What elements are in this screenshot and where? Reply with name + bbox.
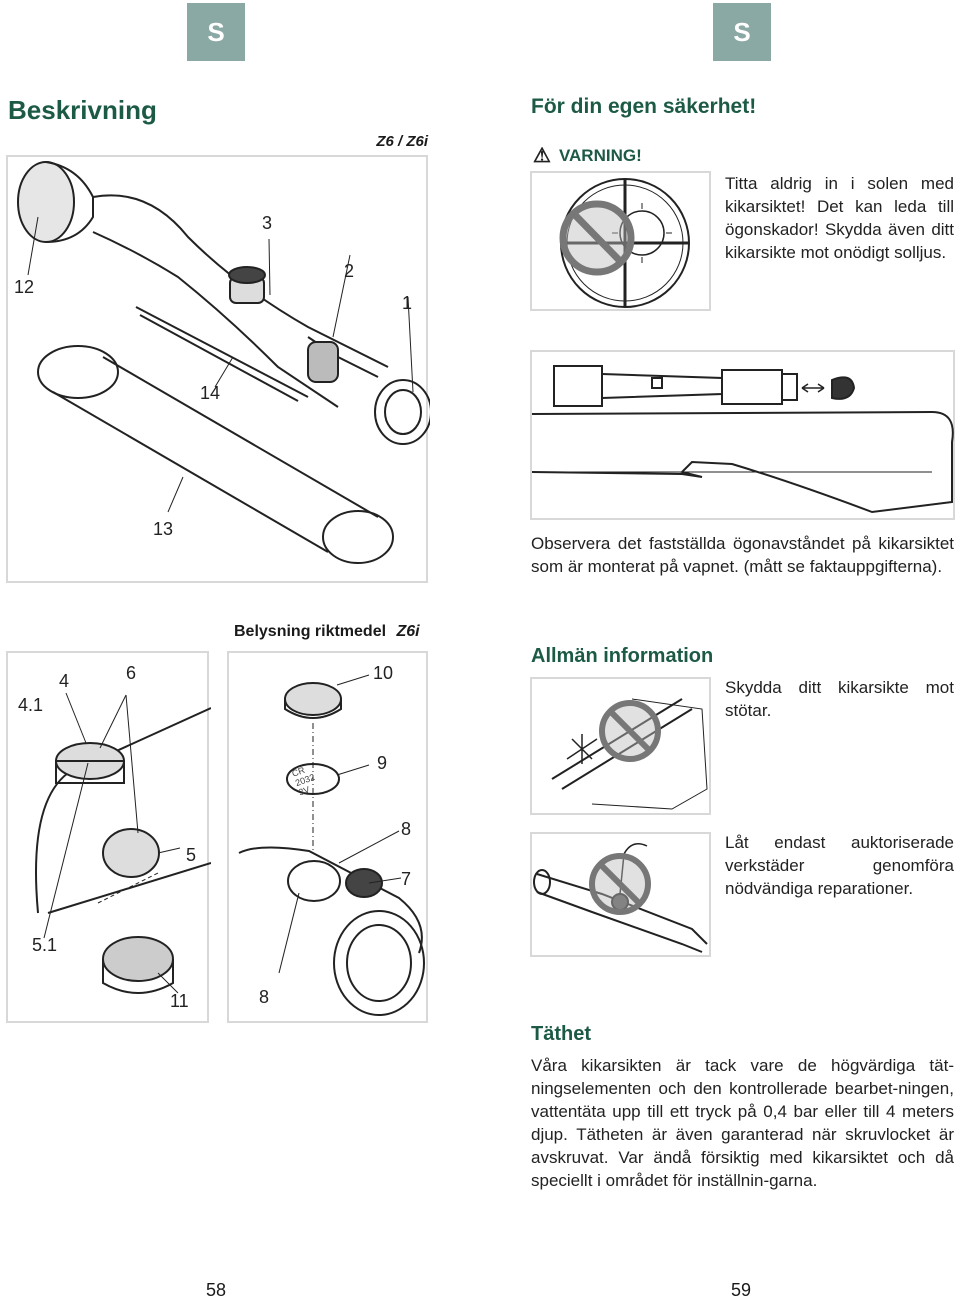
general-info-heading: Allmän information: [531, 645, 714, 667]
eye-relief-text: Observera det fastställda ögonavståndet …: [531, 534, 954, 576]
page-number-right: 59: [731, 1280, 752, 1300]
callout-4-1: 4.1: [18, 695, 44, 715]
warning-label: VARNING!: [558, 145, 642, 165]
callout-8-top: 8: [401, 819, 412, 839]
callout-13: 13: [153, 519, 174, 539]
scope-overview-figure: Z6 / Z6i 12 3 2 1 14 13: [6, 133, 430, 583]
scope-drawing: [17, 161, 430, 564]
safety-heading: För din egen säkerhet!: [531, 95, 757, 118]
page-number-left: 58: [206, 1280, 227, 1300]
callout-5: 5: [186, 845, 197, 865]
warning-row: ⚠ VARNING!: [533, 143, 642, 168]
illumination-model-logo: Z6i: [396, 623, 420, 640]
callout-14: 14: [200, 383, 221, 403]
repair-figure: [530, 832, 711, 957]
callout-6: 6: [126, 663, 137, 683]
callout-11: 11: [170, 991, 189, 1011]
protect-text: Skydda ditt kikarsikte mot stötar.: [725, 678, 954, 720]
callout-4: 4: [59, 671, 70, 691]
right-section-tab: S: [713, 3, 771, 61]
scope-repair-drawing: [533, 843, 708, 953]
callout-7: 7: [401, 869, 412, 889]
dropped-scope-drawing: [551, 698, 708, 810]
rifle-scope-drawing: [532, 365, 954, 514]
callout-8-bottom: 8: [259, 987, 270, 1007]
seal-text: Våra kikarsikten är tack vare de högvärd…: [531, 1056, 954, 1190]
callout-12: 12: [14, 277, 35, 297]
battery-drawing: [238, 674, 425, 1016]
seal-heading: Täthet: [531, 1023, 591, 1045]
turret-detail-figure: 4.1 4 6 5 5.1 11: [6, 651, 211, 1023]
model-logo: Z6 / Z6i: [376, 133, 428, 150]
description-heading: Beskrivning: [8, 95, 157, 125]
eye-relief-figure: [530, 350, 955, 520]
reticle-sun-drawing: [559, 178, 690, 308]
callout-5-1: 5.1: [32, 935, 58, 955]
sun-warning-figure: [530, 171, 711, 311]
impact-figure: [530, 677, 711, 815]
left-section-tab: S: [187, 3, 245, 61]
warning-triangle-icon: ⚠: [533, 145, 551, 167]
callout-2: 2: [344, 261, 355, 281]
callout-10: 10: [373, 663, 394, 683]
turret-drawing: [35, 692, 211, 994]
callout-3: 3: [262, 213, 273, 233]
callout-9: 9: [377, 753, 388, 773]
illumination-title: Belysning riktmedel Z6i: [234, 623, 420, 641]
repair-text: Låt endast auktoriserade verkstäder geno…: [725, 833, 954, 898]
battery-detail-figure: CR 2032 3V 10 9 8 7 8: [227, 651, 428, 1023]
callout-1: 1: [402, 293, 413, 313]
sun-warning-text: Titta aldrig in i solen med kikarsiktet!…: [725, 174, 954, 262]
illumination-title-text: Belysning riktmedel: [234, 623, 387, 640]
